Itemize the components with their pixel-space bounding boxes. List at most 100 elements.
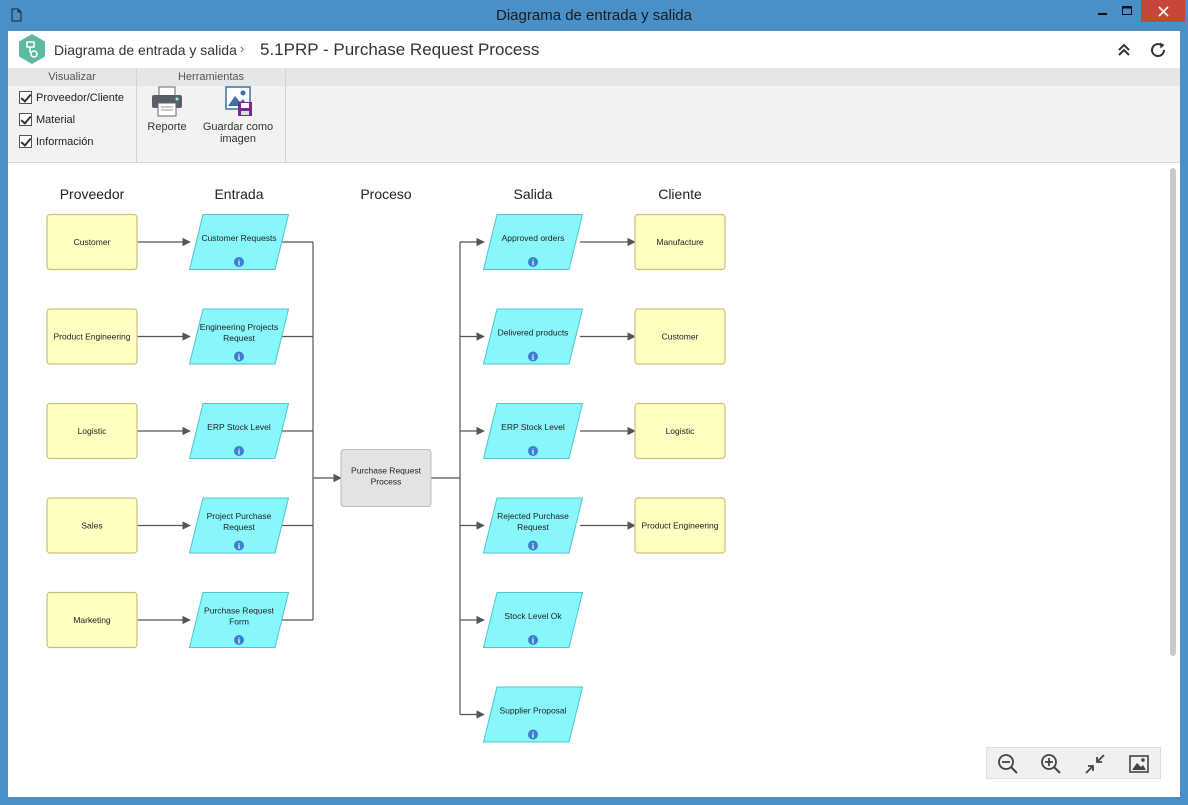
- checkbox-label: Información: [36, 135, 94, 148]
- svg-text:i: i: [238, 259, 240, 268]
- group-divider: [136, 68, 137, 163]
- breadcrumb-separator: ›: [240, 41, 245, 56]
- maximize-icon: [1121, 6, 1132, 15]
- customer-box-label: Manufacture: [656, 237, 704, 247]
- customer-box-label: Customer: [662, 332, 699, 342]
- page-header: Diagrama de entrada y salida › 5.1PRP - …: [8, 31, 1180, 68]
- supplier-box[interactable]: Product Engineering: [46, 308, 138, 365]
- info-icon[interactable]: i: [234, 540, 244, 552]
- customer-box-label: Product Engineering: [641, 521, 718, 531]
- process-label: Purchase Request: [351, 466, 422, 476]
- ribbon-group-headers: Visualizar Herramientas: [8, 68, 1180, 86]
- output-material[interactable]: Delivered products: [482, 308, 584, 365]
- column-header-output: Salida: [513, 186, 553, 202]
- info-icon[interactable]: i: [528, 635, 538, 646]
- input-material[interactable]: Customer Requests: [188, 214, 290, 270]
- column-header-supplier: Proveedor: [59, 186, 125, 202]
- info-icon[interactable]: i: [234, 635, 244, 646]
- svg-text:i: i: [238, 448, 240, 457]
- close-button[interactable]: [1141, 0, 1185, 22]
- minimize-button[interactable]: [1086, 0, 1120, 22]
- output-material[interactable]: Supplier Proposal: [482, 686, 584, 743]
- supplier-box-label: Sales: [81, 521, 102, 531]
- input-material-label: Form: [229, 617, 249, 627]
- output-material-label: Rejected Purchase: [497, 511, 569, 521]
- checkbox-supplier-customer[interactable]: Proveedor/Cliente: [19, 91, 124, 104]
- svg-text:i: i: [238, 353, 240, 362]
- process-label: Process: [371, 477, 402, 487]
- customer-box[interactable]: Customer: [634, 308, 726, 365]
- output-material-label: Supplier Proposal: [499, 706, 566, 716]
- app-logo-icon: [19, 34, 45, 64]
- supplier-box[interactable]: Sales: [46, 497, 138, 554]
- checkbox-box[interactable]: [19, 113, 32, 126]
- output-material[interactable]: ERP Stock Level: [482, 403, 584, 459]
- input-material[interactable]: ERP Stock Level: [188, 403, 290, 459]
- info-icon[interactable]: i: [528, 540, 538, 552]
- output-material-label: ERP Stock Level: [501, 422, 565, 432]
- breadcrumb-root[interactable]: Diagrama de entrada y salida: [54, 42, 237, 58]
- info-icon[interactable]: i: [528, 257, 538, 268]
- supplier-box-label: Marketing: [73, 615, 111, 625]
- save-image-button[interactable]: Guardar como imagen: [198, 86, 278, 145]
- report-label: Reporte: [147, 121, 187, 133]
- refresh-icon[interactable]: [1149, 41, 1167, 59]
- customer-box[interactable]: Product Engineering: [634, 497, 726, 554]
- info-icon[interactable]: i: [528, 729, 538, 741]
- svg-text:i: i: [532, 448, 534, 457]
- supplier-box-label: Customer: [74, 237, 111, 247]
- supplier-box-label: Product Engineering: [53, 332, 130, 342]
- info-icon[interactable]: i: [234, 446, 244, 457]
- maximize-button[interactable]: [1110, 0, 1144, 22]
- checkbox-box[interactable]: [19, 135, 32, 148]
- info-icon[interactable]: i: [528, 446, 538, 457]
- output-material[interactable]: Stock Level Ok: [482, 592, 584, 648]
- diagram-canvas[interactable]: Proveedor Entrada Proceso Salida Cliente…: [8, 164, 1180, 797]
- info-icon[interactable]: i: [234, 351, 244, 363]
- output-material-label: Delivered products: [498, 328, 569, 338]
- supplier-box[interactable]: Marketing: [46, 591, 138, 649]
- save-image-label: Guardar como: [202, 121, 274, 133]
- save-image-label: imagen: [219, 133, 257, 145]
- zoom-toolbar: [986, 747, 1161, 779]
- customer-box[interactable]: Manufacture: [634, 213, 726, 271]
- report-button[interactable]: Reporte: [142, 86, 192, 133]
- column-header-process: Proceso: [360, 186, 412, 202]
- supplier-box-label: Logistic: [78, 426, 108, 436]
- customer-box[interactable]: Logistic: [634, 402, 726, 460]
- input-material-label: Project Purchase: [207, 511, 272, 521]
- output-material[interactable]: Approved orders: [482, 214, 584, 270]
- window-title: Diagrama de entrada y salida: [496, 7, 692, 24]
- export-image-icon[interactable]: [1128, 753, 1150, 775]
- checkbox-material[interactable]: Material: [19, 113, 75, 126]
- input-material-label: Request: [223, 333, 255, 343]
- output-material-label: Approved orders: [502, 233, 565, 243]
- checkbox-information[interactable]: Información: [19, 135, 93, 148]
- output-material-label: Request: [517, 522, 549, 532]
- main-panel: Diagrama de entrada y salida › 5.1PRP - …: [8, 31, 1180, 797]
- supplier-box[interactable]: Logistic: [46, 402, 138, 460]
- fit-screen-icon[interactable]: [1084, 753, 1106, 775]
- info-icon[interactable]: i: [528, 351, 538, 363]
- title-bar: Diagrama de entrada y salida: [0, 0, 1188, 31]
- zoom-in-icon[interactable]: [1040, 753, 1062, 775]
- customer-box-label: Logistic: [666, 426, 696, 436]
- info-icon[interactable]: i: [234, 257, 244, 268]
- checkbox-box[interactable]: [19, 91, 32, 104]
- zoom-out-icon[interactable]: [997, 753, 1019, 775]
- collapse-icon[interactable]: [1115, 41, 1133, 59]
- checkbox-label: Proveedor/Cliente: [36, 91, 125, 104]
- document-icon: [11, 8, 22, 22]
- input-material-label: Purchase Request: [204, 606, 275, 616]
- group-divider: [285, 68, 286, 163]
- vertical-scrollbar[interactable]: [1170, 168, 1176, 656]
- input-material-label: Request: [223, 522, 255, 532]
- supplier-box[interactable]: Customer: [46, 213, 138, 271]
